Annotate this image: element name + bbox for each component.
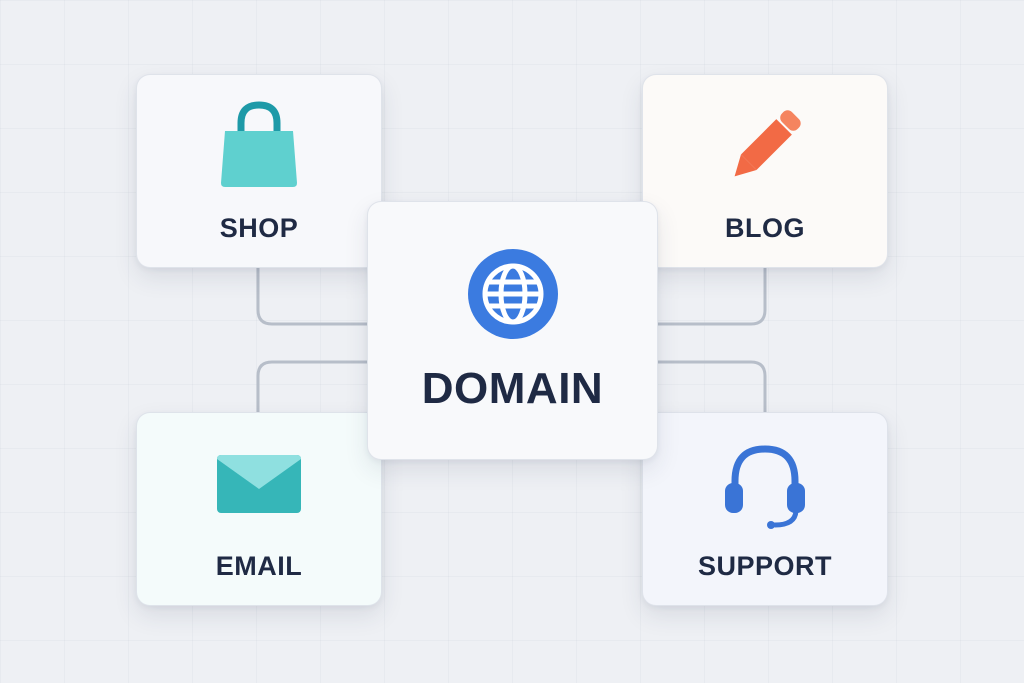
- blog-label: BLOG: [725, 213, 805, 243]
- connector-shop-domain: [256, 268, 372, 326]
- email-label: EMAIL: [215, 551, 303, 581]
- blog-card[interactable]: BLOG: [642, 74, 888, 268]
- pencil-icon: [734, 110, 801, 177]
- connector-blog-domain: [654, 268, 767, 326]
- connector-support-domain: [654, 360, 767, 412]
- headset-icon: [725, 445, 805, 529]
- support-card[interactable]: SUPPORT: [642, 412, 888, 606]
- globe-icon: [467, 249, 558, 339]
- shop-label: SHOP: [219, 213, 299, 243]
- shop-card[interactable]: SHOP: [136, 74, 382, 268]
- domain-card[interactable]: DOMAIN: [367, 201, 658, 460]
- support-label: SUPPORT: [697, 551, 833, 581]
- domain-label: DOMAIN: [421, 364, 604, 413]
- connector-email-domain: [256, 360, 372, 412]
- email-card[interactable]: EMAIL: [136, 412, 382, 606]
- envelope-icon: [217, 455, 301, 513]
- shopping-bag-icon: [221, 101, 297, 187]
